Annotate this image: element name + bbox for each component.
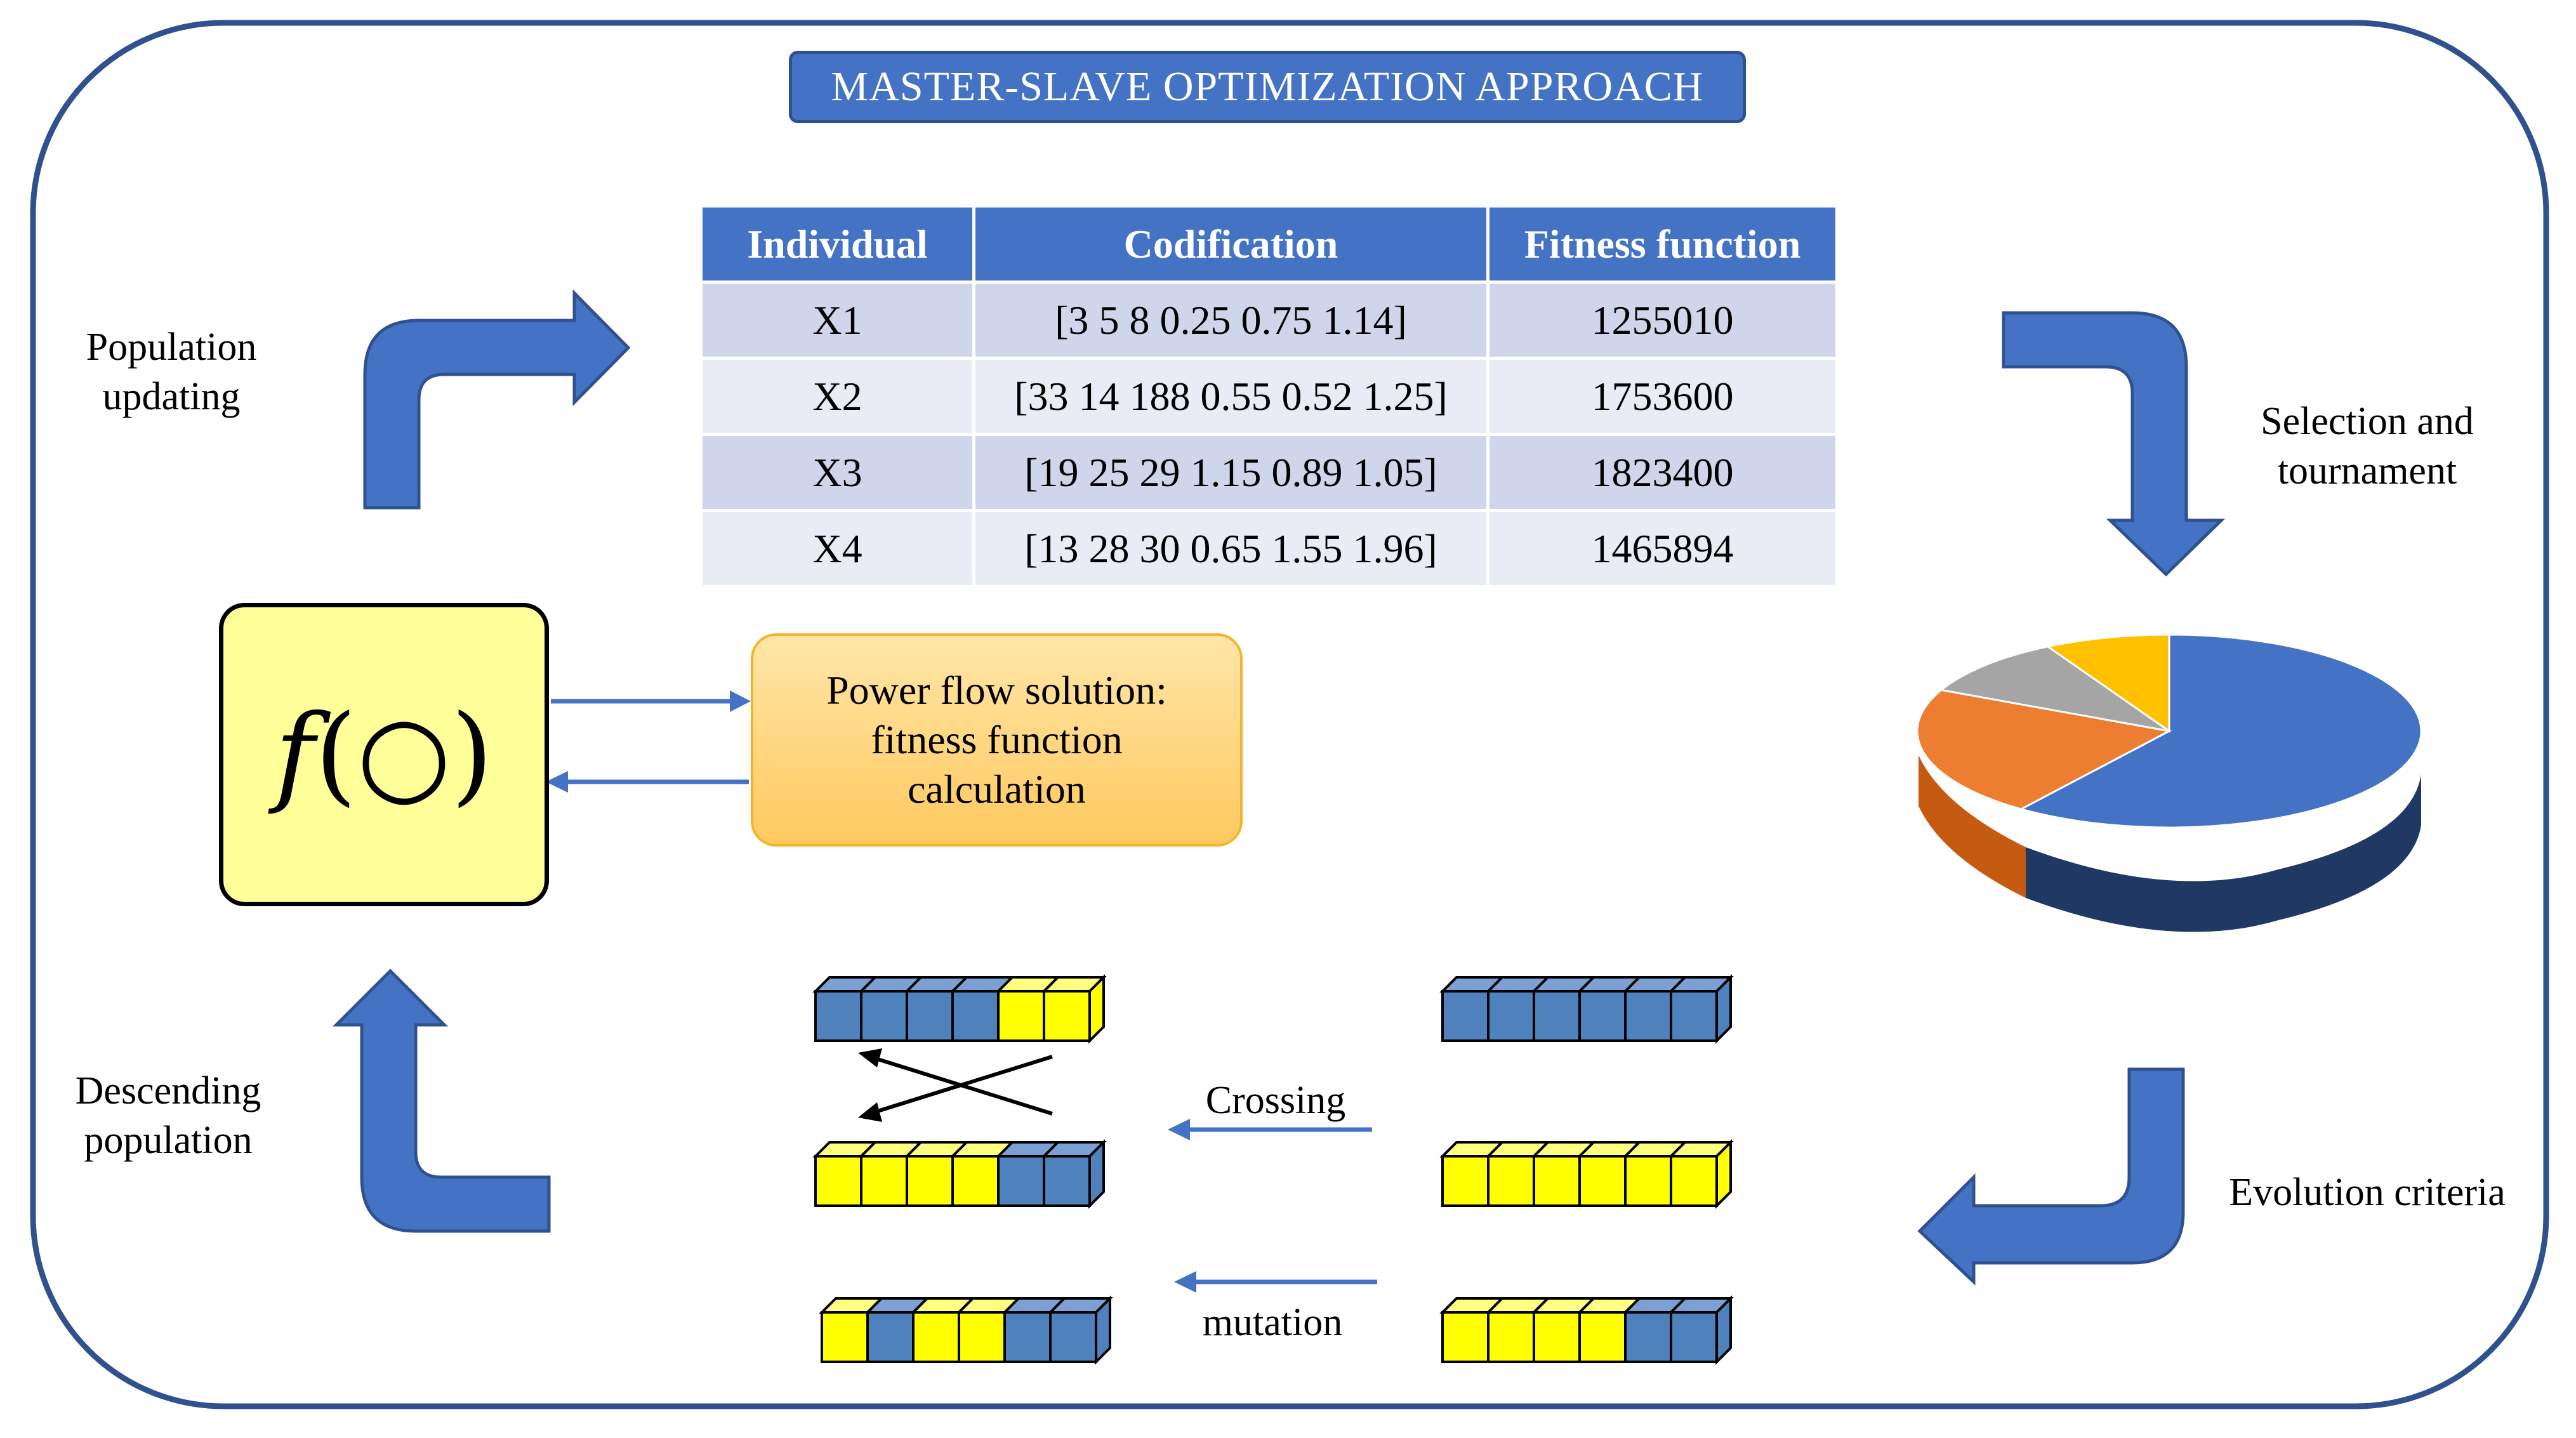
cross-arrowhead-a (858, 1048, 882, 1067)
power-flow-box: Power flow solution: fitness function ca… (751, 633, 1243, 847)
function-symbol: f (275, 692, 315, 817)
gene-blue (1670, 990, 1718, 1042)
table-cell: 1465894 (1486, 509, 1839, 588)
gene-yellow (997, 990, 1045, 1042)
table-cell: 1823400 (1486, 433, 1839, 512)
diagram-title: MASTER-SLAVE OPTIMIZATION APPROACH (789, 51, 1746, 123)
chromosome-group (812, 974, 1734, 1365)
gene-blue (997, 1155, 1045, 1207)
gene-yellow (1487, 1311, 1535, 1363)
table-header-row: Individual Codification Fitness function (699, 204, 1839, 284)
gene-blue (1533, 990, 1581, 1042)
population-updating-arrow (363, 289, 631, 510)
gene-yellow (951, 1155, 1000, 1207)
gene-yellow (1441, 1155, 1489, 1207)
chromosome-side (1715, 974, 1732, 1044)
chromosome-side (1715, 1295, 1732, 1365)
cross-arrowhead-b (858, 1102, 882, 1122)
table-row: X1 [3 5 8 0.25 0.75 1.14] 1255010 (699, 280, 1839, 360)
crossing-label: Crossing (1205, 1079, 1346, 1122)
gene-blue (866, 1311, 915, 1363)
chromosome-side (1715, 1139, 1732, 1209)
table-row: X3 [19 25 29 1.15 0.89 1.05] 1823400 (699, 433, 1839, 512)
table-cell: [19 25 29 1.15 0.89 1.05] (972, 433, 1489, 512)
pie-slice-0 (2018, 633, 2422, 829)
table-header: Fitness function (1486, 204, 1839, 284)
gene-yellow (1441, 1311, 1489, 1363)
evolution-arrow (1917, 1067, 2185, 1286)
evolution-label: Evolution criteria (2229, 1171, 2506, 1214)
chromosome-side (1088, 974, 1105, 1044)
table-header: Codification (972, 204, 1489, 284)
gene-blue (1624, 1311, 1672, 1363)
cross-line-b (869, 1055, 1053, 1116)
gene-yellow (1533, 1311, 1581, 1363)
table-cell: [3 5 8 0.25 0.75 1.14] (972, 280, 1489, 360)
population-updating-label: Population updating (86, 326, 257, 418)
gene-yellow (912, 1311, 960, 1363)
to-power-flow-arrowhead (730, 690, 751, 712)
population-table: Individual Codification Fitness function… (699, 204, 1839, 588)
gene-yellow (1578, 1311, 1627, 1363)
gene-blue (906, 990, 954, 1042)
pie-slice-3 (2045, 633, 2170, 733)
table-header: Individual (699, 204, 975, 284)
descending-label: Descending population (75, 1069, 261, 1162)
gene-yellow (814, 1155, 862, 1207)
table-cell: X1 (699, 280, 975, 360)
table-cell: [13 28 30 0.65 1.55 1.96] (972, 509, 1489, 588)
pie-top (1916, 633, 2422, 829)
fitness-function-box: f(○) (219, 603, 549, 906)
gene-blue (1441, 990, 1489, 1042)
crossing-arrowhead (1168, 1119, 1190, 1140)
gene-yellow (906, 1155, 954, 1207)
from-power-flow-arrowhead (546, 771, 568, 793)
gene-blue (860, 990, 908, 1042)
gene-blue (1487, 990, 1535, 1042)
pie-side-orange (1919, 755, 2026, 898)
table-cell: X2 (699, 357, 975, 436)
table-cell: X3 (699, 433, 975, 512)
gene-yellow (1670, 1155, 1718, 1207)
gene-yellow (1624, 1155, 1672, 1207)
mutation-arrowhead (1174, 1271, 1196, 1293)
gene-blue (1624, 990, 1672, 1042)
table-cell: [33 14 188 0.55 0.52 1.25] (972, 357, 1489, 436)
descending-arrow (332, 968, 551, 1233)
pie-side-blue (2026, 774, 2421, 932)
gene-blue (1043, 1155, 1091, 1207)
gene-yellow (1487, 1155, 1535, 1207)
pie-slice-2 (1939, 645, 2170, 732)
gene-blue (1670, 1311, 1718, 1363)
pie-chart (1916, 633, 2422, 932)
table-row: X2 [33 14 188 0.55 0.52 1.25] 1753600 (699, 357, 1839, 436)
gene-yellow (821, 1311, 869, 1363)
table-cell: 1255010 (1486, 280, 1839, 360)
gene-blue (951, 990, 1000, 1042)
gene-yellow (1533, 1155, 1581, 1207)
table-cell: X4 (699, 509, 975, 588)
gene-yellow (860, 1155, 908, 1207)
selection-label: Selection and tournament (2261, 400, 2474, 492)
selection-arrow (2002, 311, 2226, 577)
gene-yellow (1043, 990, 1091, 1042)
gene-blue (1049, 1311, 1097, 1363)
gene-blue (1003, 1311, 1052, 1363)
outer-frame (30, 20, 2549, 1409)
mutation-label: mutation (1202, 1301, 1343, 1344)
gene-yellow (958, 1311, 1006, 1363)
gene-blue (1578, 990, 1627, 1042)
table-cell: 1753600 (1486, 357, 1839, 436)
table-row: X4 [13 28 30 0.65 1.55 1.96] 1465894 (699, 509, 1839, 588)
gene-yellow (1578, 1155, 1627, 1207)
function-argument: (○) (314, 692, 493, 817)
chromosome-side (1095, 1295, 1111, 1365)
chromosome-side (1088, 1139, 1105, 1209)
gene-blue (814, 990, 862, 1042)
